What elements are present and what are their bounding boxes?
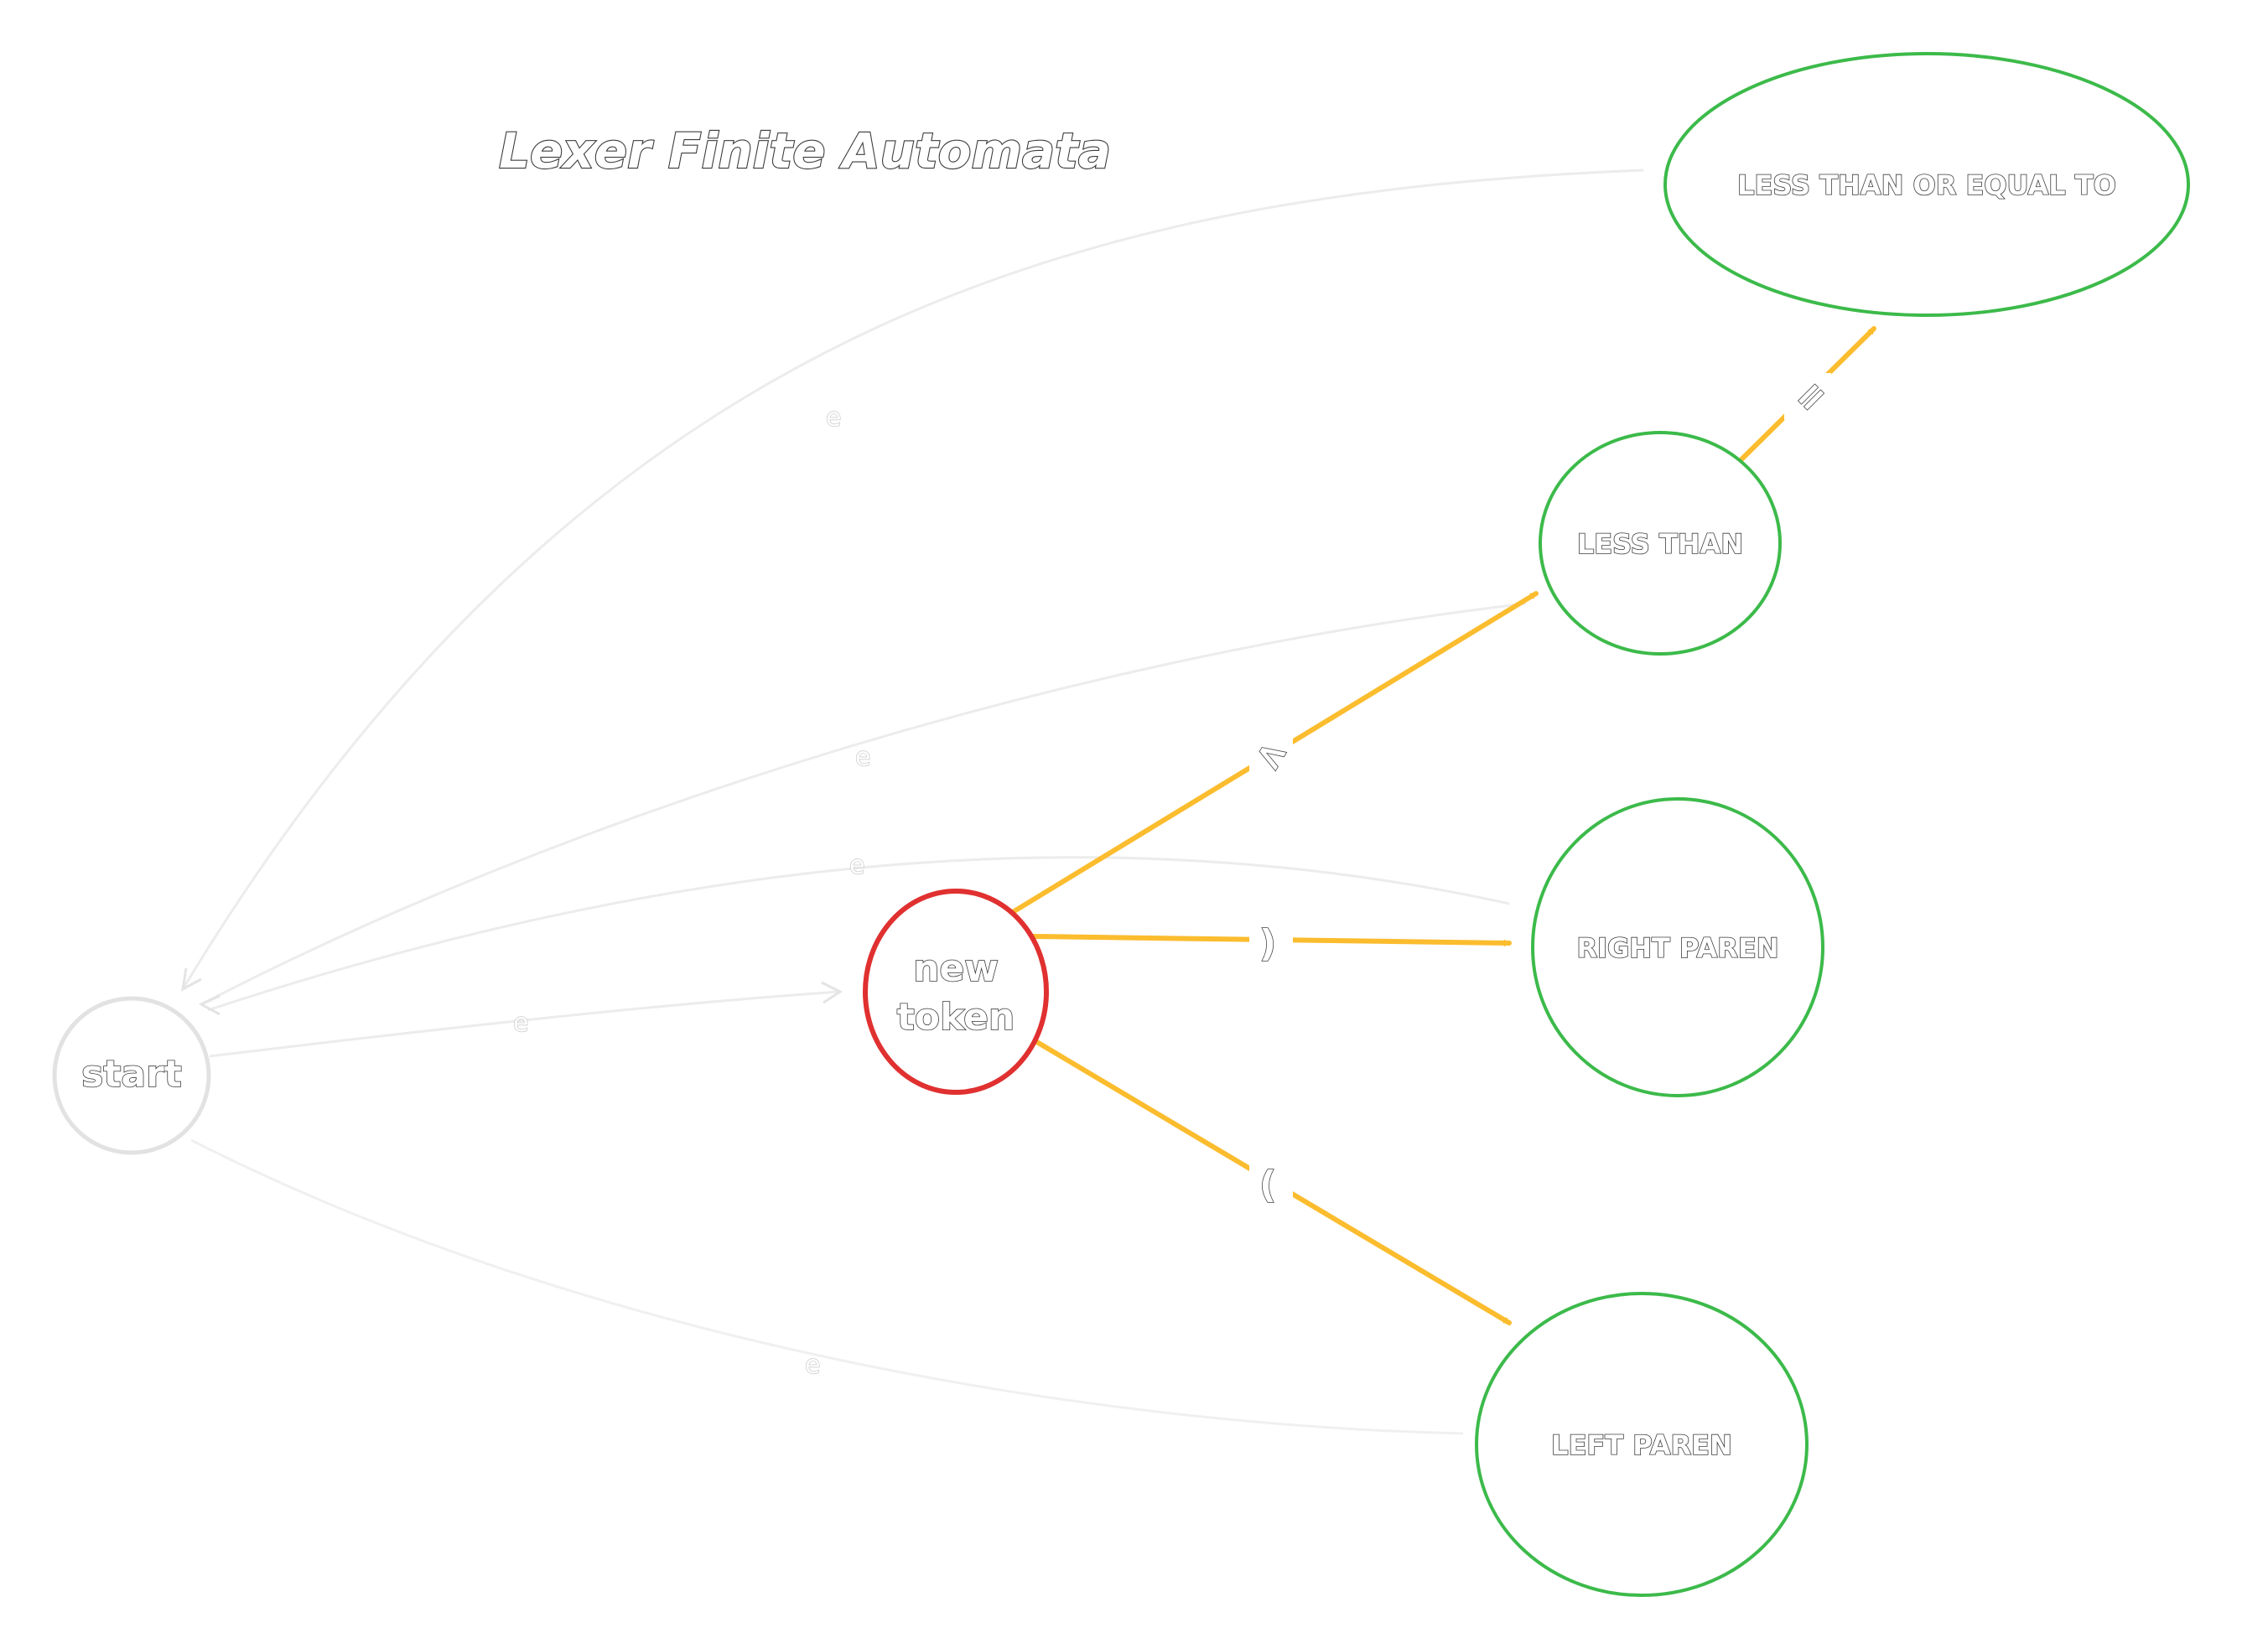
arrowhead-less-equal-to-start	[181, 967, 202, 992]
edge-left-paren-to-start	[190, 1138, 1464, 1435]
epsilon-label-less-than: e	[855, 743, 870, 772]
transition-label-left-paren: (	[1259, 1164, 1276, 1206]
epsilon-label-less-equal: e	[826, 403, 841, 433]
state-less-than-or-equal[interactable]: LESS THAN OR EQUAL TO	[1663, 52, 2190, 317]
arrowhead-start-to-new-token	[821, 981, 843, 1004]
arrowhead-to-start	[198, 994, 221, 1016]
epsilon-label-right-paren: e	[849, 851, 864, 880]
state-start-label: start	[81, 1053, 182, 1096]
diagram-title: Lexer Finite Automata	[499, 122, 1111, 179]
edge-right-paren-to-start	[207, 856, 1510, 1012]
state-right-paren-label: RIGHT PAREN	[1576, 932, 1778, 964]
edge-less-than-to-start	[200, 602, 1527, 1006]
state-start[interactable]: start	[52, 996, 211, 1155]
state-right-paren[interactable]: RIGHT PAREN	[1531, 797, 1824, 1097]
state-left-paren[interactable]: LEFT PAREN	[1475, 1292, 1809, 1597]
state-left-paren-label: LEFT PAREN	[1551, 1429, 1732, 1461]
state-less-than-or-equal-label: LESS THAN OR EQUAL TO	[1737, 169, 2116, 201]
state-new-token[interactable]: new token	[863, 889, 1049, 1095]
transition-label-right-paren: )	[1259, 922, 1276, 965]
state-less-than-label: LESS THAN	[1577, 528, 1743, 560]
state-less-than[interactable]: LESS THAN	[1539, 431, 1782, 656]
state-new-token-label-line2: token	[897, 996, 1015, 1039]
edge-less-equal-to-start	[181, 168, 1644, 990]
edge-start-to-new-token	[209, 990, 839, 1058]
epsilon-label-left-paren: e	[805, 1350, 820, 1380]
epsilon-label-start-to-new-token: e	[513, 1008, 528, 1038]
state-new-token-label-line1: new	[913, 947, 999, 990]
